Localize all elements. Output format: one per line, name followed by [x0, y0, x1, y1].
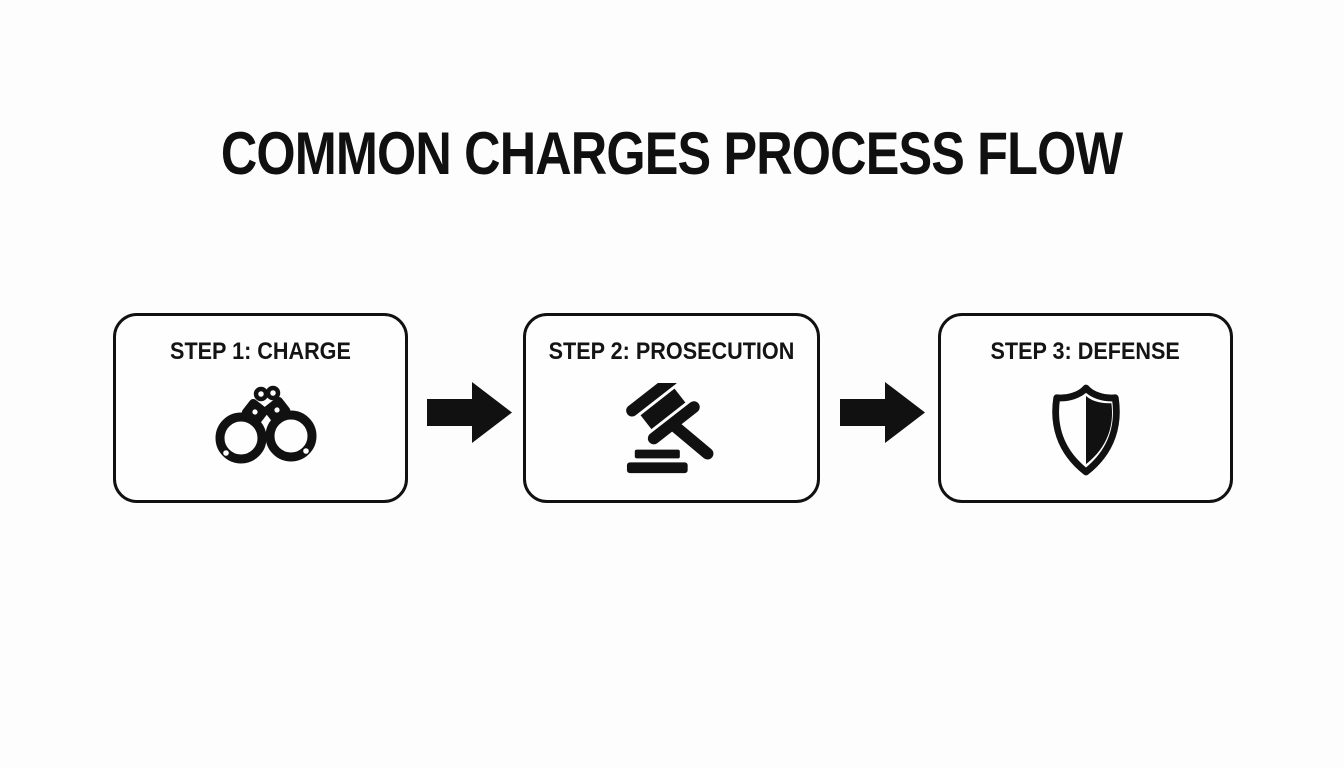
- diagram-title-text: COMMON CHARGES PROCESS FLOW: [221, 120, 1123, 188]
- arrow-right-icon: [840, 382, 925, 443]
- step-label: STEP 2: PROSECUTION: [548, 338, 795, 365]
- diagram-title: COMMON CHARGES PROCESS FLOW: [0, 124, 1344, 184]
- step-label: STEP 1: CHARGE: [170, 338, 351, 365]
- step-box-prosecution: STEP 2: PROSECUTION: [523, 313, 820, 503]
- step-label: STEP 3: DEFENSE: [990, 338, 1181, 365]
- step-box-charge: STEP 1: CHARGE: [113, 313, 408, 503]
- step-box-defense: STEP 3: DEFENSE: [938, 313, 1233, 503]
- step-icon-area: [195, 365, 327, 500]
- shield-half-icon: [1047, 384, 1125, 476]
- step-icon-area: [1047, 365, 1125, 500]
- arrow-right-icon: [427, 382, 512, 443]
- handcuffs-icon: [195, 382, 327, 478]
- gavel-icon: [613, 382, 731, 477]
- step-icon-area: [613, 365, 731, 500]
